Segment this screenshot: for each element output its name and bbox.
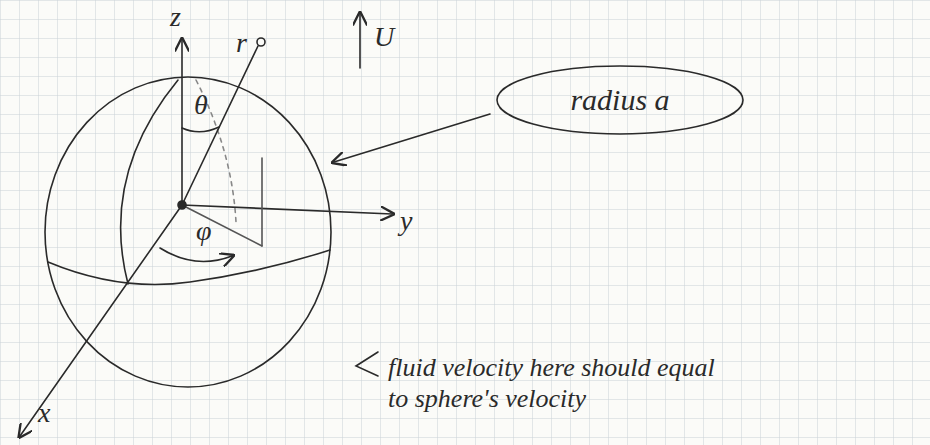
axis-label: r (236, 28, 247, 59)
axis-label: x (38, 398, 50, 429)
axis-label: z (170, 2, 181, 33)
angle-label: θ (194, 90, 208, 121)
callout-oval: radius a (495, 64, 745, 136)
angle-label: φ (196, 216, 212, 247)
note-text: fluid velocity here should equal to sphe… (388, 352, 718, 414)
callout-text: radius a (570, 83, 669, 117)
velocity-label: U (374, 22, 394, 53)
axis-label: y (400, 206, 412, 237)
